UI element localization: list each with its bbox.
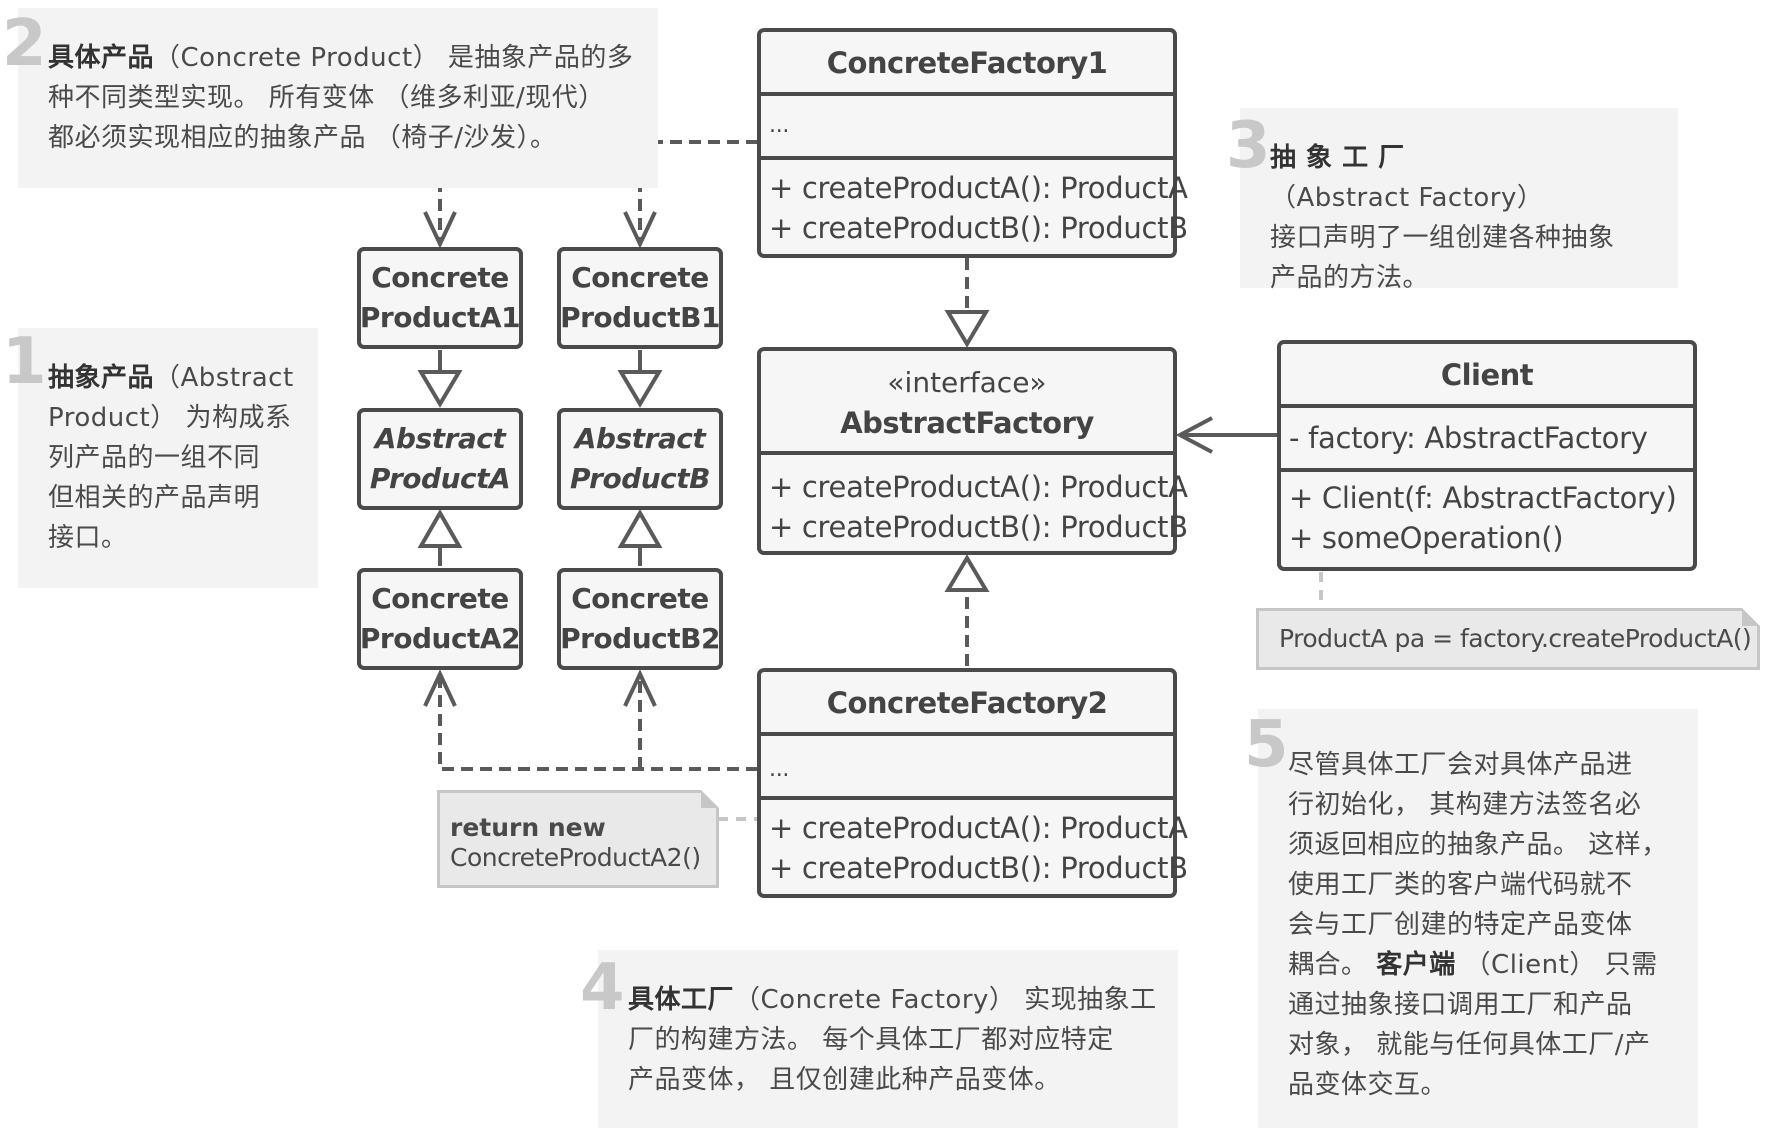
callout-term: 抽 象 工 厂 (1270, 143, 1405, 173)
class-concrete-factory2[interactable]: ConcreteFactory2 ... + createProductA():… (757, 668, 1188, 898)
callout-number: 2 (2, 7, 47, 81)
interface-abstract-factory[interactable]: «interface» AbstractFactory + createProd… (757, 347, 1188, 555)
class-abstract-product-a[interactable]: Abstract ProductA (357, 408, 523, 510)
class-fields: ... (761, 96, 1173, 160)
callout-concrete-product: 2 具体产品（Concrete Product） 是抽象产品的多 种不同类型实现… (2, 8, 658, 188)
field: - factory: AbstractFactory (1289, 421, 1648, 455)
stereotype: «interface» (887, 366, 1047, 399)
arrowhead-to-a2 (423, 669, 457, 707)
callout-term: 客户端 (1376, 950, 1456, 980)
class-abstract-product-b[interactable]: Abstract ProductB (557, 408, 723, 510)
callout-number: 4 (580, 951, 625, 1025)
class-name: Client (1281, 344, 1693, 408)
realize-triangle-factory2 (944, 554, 990, 592)
class-client[interactable]: Client - factory: AbstractFactory + Clie… (1277, 340, 1697, 571)
callout-term: 具体工厂 (628, 985, 735, 1015)
callout-text: 具体产品（Concrete Product） 是抽象产品的多 种不同类型实现。 … (48, 43, 634, 153)
callout-text: 抽象产品（Abstract Product） 为构成系 列产品的一组不同 但相关… (48, 363, 294, 553)
note-fold-corner (1742, 608, 1760, 626)
arrowhead-to-a1 (423, 211, 457, 249)
association-arrowhead (1175, 416, 1213, 454)
callout-term: 抽象产品 (48, 363, 155, 393)
callout-term: 具体产品 (48, 43, 155, 73)
class-name: ConcreteFactory1 (761, 32, 1173, 96)
callout-number: 1 (2, 325, 47, 399)
method: + createProductA(): ProductA (769, 171, 1188, 205)
inherit-triangle-a2 (417, 508, 463, 548)
note-fold-corner (701, 790, 719, 808)
method: + Client(f: AbstractFactory) (1289, 481, 1677, 515)
class-methods: + createProductA(): ProductA + createPro… (761, 160, 1188, 248)
inherit-triangle-b1 (617, 370, 663, 408)
class-concrete-product-a2[interactable]: Concrete ProductA2 (357, 568, 523, 670)
callout-number: 5 (1244, 708, 1289, 782)
method: + someOperation() (1289, 521, 1564, 555)
callout-concrete-factory: 4 具体工厂（Concrete Factory） 实现抽象工 厂的构建方法。 每… (580, 950, 1178, 1128)
class-methods: + createProductA(): ProductA + createPro… (761, 455, 1188, 547)
method: + createProductA(): ProductA (769, 470, 1188, 504)
class-fields: ... (761, 736, 1173, 800)
callout-abstract-factory: 3 抽 象 工 厂 （Abstract Factory） 接口声明了一组创建各种… (1226, 108, 1678, 293)
class-concrete-product-b1[interactable]: Concrete ProductB1 (557, 247, 723, 349)
arrowhead-to-b1 (623, 211, 657, 249)
method: + createProductB(): ProductB (769, 211, 1188, 245)
class-concrete-product-b2[interactable]: Concrete ProductB2 (557, 568, 723, 670)
inherit-triangle-a1 (417, 370, 463, 408)
class-concrete-product-a1[interactable]: Concrete ProductA1 (357, 247, 523, 349)
callout-text: 尽管具体工厂会对具体产品进 行初始化， 其构建方法签名必 须返回相应的抽象产品。… (1288, 750, 1668, 1100)
callout-client-note: 5 尽管具体工厂会对具体产品进 行初始化， 其构建方法签名必 须返回相应的抽象产… (1244, 709, 1698, 1128)
callout-number: 3 (1226, 109, 1271, 183)
callout-text: 抽 象 工 厂 （Abstract Factory） 接口声明了一组创建各种抽象… (1270, 143, 1615, 293)
dependency-factory2-products (438, 676, 758, 771)
inherit-triangle-b2 (617, 508, 663, 548)
class-methods: + createProductA(): ProductA + createPro… (761, 800, 1188, 888)
arrowhead-to-b2 (623, 669, 657, 707)
class-methods: + Client(f: AbstractFactory) + someOpera… (1281, 472, 1693, 558)
callout-text: 具体工厂（Concrete Factory） 实现抽象工 厂的构建方法。 每个具… (628, 985, 1157, 1095)
class-header: «interface» AbstractFactory (761, 351, 1173, 455)
class-name: ConcreteFactory2 (761, 672, 1173, 736)
note-return-new: return new ConcreteProductA2() (437, 790, 719, 888)
class-fields: - factory: AbstractFactory (1281, 408, 1693, 472)
realize-triangle-factory1 (944, 310, 990, 348)
method: + createProductB(): ProductB (769, 851, 1188, 885)
method: + createProductA(): ProductA (769, 811, 1188, 845)
class-name: AbstractFactory (840, 406, 1094, 440)
class-concrete-factory1[interactable]: ConcreteFactory1 ... + createProductA():… (757, 28, 1188, 258)
callout-abstract-product: 1 抽象产品（Abstract Product） 为构成系 列产品的一组不同 但… (2, 328, 318, 588)
method: + createProductB(): ProductB (769, 510, 1188, 544)
note-client-code: ProductA pa = factory.createProductA() (1256, 608, 1760, 670)
